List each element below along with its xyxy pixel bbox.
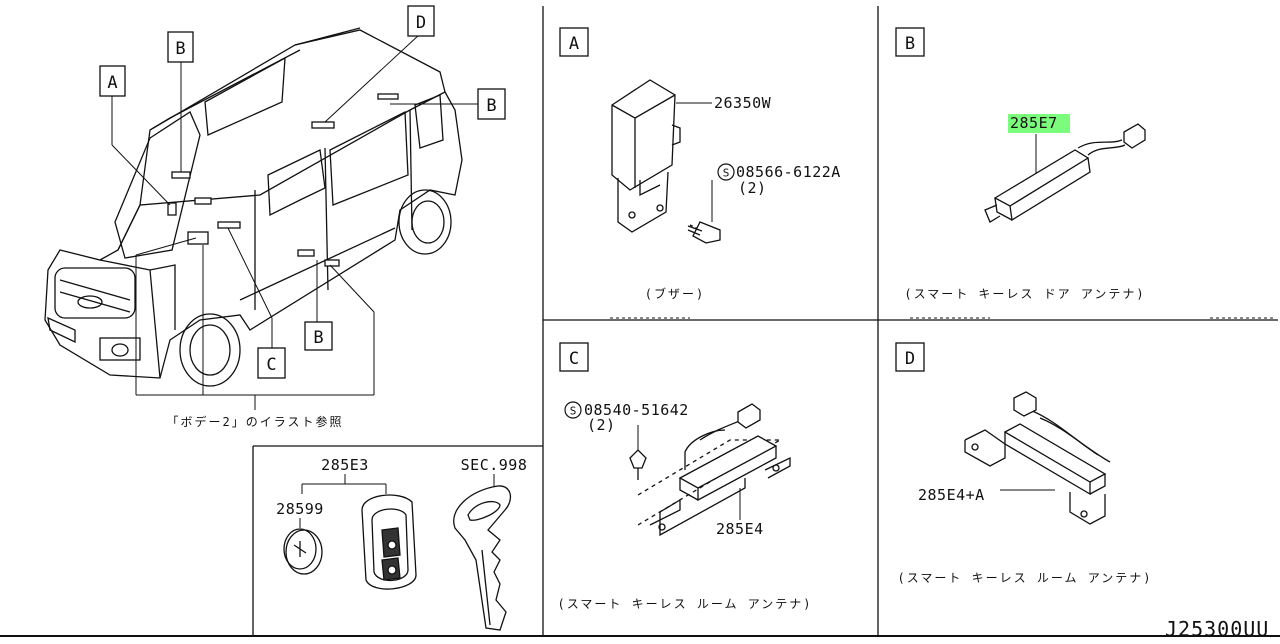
callout-b-door: B	[304, 321, 333, 351]
screw-symbol-letter: S	[570, 405, 577, 418]
label-26350w: 26350W	[714, 94, 772, 112]
svg-text:B: B	[175, 39, 185, 59]
label-285e4: 285E4	[716, 520, 764, 538]
svg-text:A: A	[569, 34, 579, 54]
mechanical-key-icon	[453, 485, 512, 631]
remote-key-fob-icon	[361, 494, 417, 590]
svg-text:D: D	[416, 13, 426, 33]
caption-c: (スマート キーレス ルーム アンテナ)	[558, 597, 813, 611]
label-qty-c: (2)	[587, 416, 616, 434]
callout-b-dash: B	[167, 31, 194, 63]
panel-c: C S 08540-51642 (2) 285E4 (スマート キーレス ルーム…	[558, 342, 813, 611]
battery-icon	[283, 528, 323, 575]
label-qty-a: (2)	[738, 179, 767, 197]
svg-text:C: C	[569, 349, 579, 369]
label-sec-998: SEC.998	[461, 456, 528, 474]
label-285e3: 285E3	[321, 456, 369, 474]
door-antenna-part	[984, 123, 1146, 223]
room-antenna-part-c	[637, 403, 791, 537]
clip-part	[629, 449, 647, 480]
panel-b: B 285E7 (スマート キーレス ドア アンテナ)	[895, 27, 1146, 301]
panel-d: D 285E4+A (スマート キーレス ルーム アンテナ)	[895, 342, 1153, 585]
callout-b-rear: B	[477, 88, 506, 120]
callout-a: A	[99, 65, 126, 97]
screw-symbol-icon	[717, 163, 735, 181]
svg-text:B: B	[486, 96, 496, 116]
screw-symbol-letter: S	[723, 167, 730, 180]
room-antenna-part-d	[964, 391, 1111, 525]
callout-d: D	[407, 5, 435, 37]
highlight-285e7	[1008, 114, 1070, 133]
label-28599: 28599	[276, 500, 324, 518]
callout-leaders	[111, 33, 478, 410]
bolt-part	[687, 221, 721, 244]
screw-symbol-icon	[564, 401, 582, 419]
caption-b: (スマート キーレス ドア アンテナ)	[904, 287, 1145, 301]
drawing-id: J25300UU	[1165, 617, 1269, 640]
keys-inset: 285E3 28599 SEC.998	[276, 456, 528, 631]
label-285e4-a: 285E4+A	[918, 486, 985, 504]
svg-text:B: B	[905, 34, 915, 54]
ref-note: 「ボデー2」のイラスト参照	[167, 414, 344, 429]
label-285e7: 285E7	[1010, 114, 1058, 132]
svg-text:A: A	[107, 73, 117, 93]
svg-text:D: D	[905, 349, 915, 369]
label-08566-6122a: 08566-6122A	[736, 163, 841, 181]
panel-frame-lines	[0, 6, 1280, 637]
vehicle-illustration	[44, 27, 463, 387]
buzzer-part	[611, 79, 681, 233]
svg-text:B: B	[313, 328, 323, 348]
callout-c: C	[257, 347, 286, 379]
svg-text:C: C	[266, 355, 276, 375]
caption-a: (ブザー)	[645, 286, 705, 301]
caption-d: (スマート キーレス ルーム アンテナ)	[898, 571, 1153, 585]
panel-a: A 26350W S 08566-6122A (2) (ブザー)	[559, 27, 841, 301]
label-08540-51642: 08540-51642	[584, 401, 689, 419]
